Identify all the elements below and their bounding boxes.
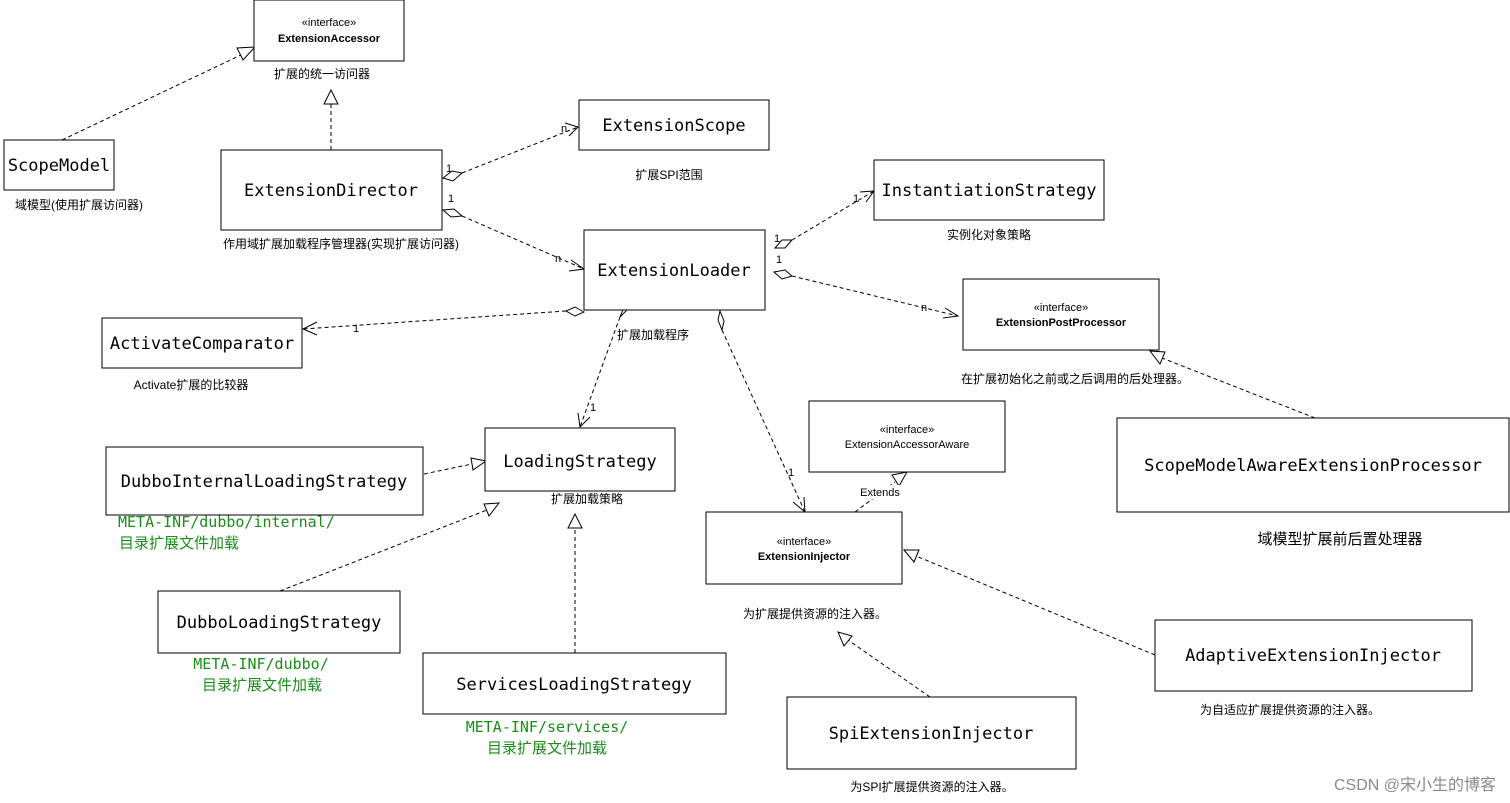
class-name: ScopeModel xyxy=(8,156,110,176)
edge-loader-loadingstrategy xyxy=(577,299,632,429)
multiplicity-label: 1 xyxy=(853,193,859,205)
aggregation-diamond xyxy=(772,269,794,280)
class-extension-injector: «interface» ExtensionInjector xyxy=(705,511,903,585)
stereotype-label: «interface» xyxy=(1034,302,1088,314)
class-extension-accessor-aware: «interface» ExtensionAccessorAware xyxy=(808,400,1006,473)
class-scope-model: ScopeModel xyxy=(3,139,115,191)
edge-loader-postprocessor xyxy=(772,269,960,319)
edge-processor-postprocessor xyxy=(1148,350,1316,419)
class-extension-post-processor: «interface» ExtensionPostProcessor xyxy=(962,278,1160,351)
multiplicity-label: 1 xyxy=(446,163,452,175)
note-services-desc: 目录扩展文件加载 xyxy=(487,740,607,757)
edge-loader-comparator xyxy=(301,306,586,336)
class-name: ScopeModelAwareExtensionProcessor xyxy=(1144,456,1482,476)
note-dubbo-internal-desc: 目录扩展文件加载 xyxy=(119,535,239,552)
realization-arrowhead xyxy=(483,502,501,517)
edge-loader-injector xyxy=(717,309,806,514)
watermark: CSDN @宋小生的博客 xyxy=(1334,776,1496,794)
multiplicity-label: n xyxy=(561,123,567,135)
class-name: ExtensionAccessorAware xyxy=(845,439,970,451)
note-extension-accessor: 扩展的统一访问器 xyxy=(274,66,370,81)
class-extension-accessor: «interface» ExtensionAccessor xyxy=(253,0,405,62)
class-name: ExtensionInjector xyxy=(758,551,851,563)
note-loading-strategy: 扩展加载策略 xyxy=(551,491,623,506)
class-name: LoadingStrategy xyxy=(503,452,657,472)
multiplicity-label: 1 xyxy=(774,233,780,245)
multiplicity-label: 1 xyxy=(776,254,782,266)
class-name: AdaptiveExtensionInjector xyxy=(1185,646,1441,666)
class-instantiation-strategy: InstantiationStrategy xyxy=(873,159,1105,221)
class-name: ExtensionPostProcessor xyxy=(996,317,1127,329)
class-scope-model-aware-extension-processor: ScopeModelAwareExtensionProcessor xyxy=(1116,417,1510,513)
class-name: ServicesLoadingStrategy xyxy=(456,675,691,695)
realization-arrowhead xyxy=(567,512,583,529)
note-instantiation-strategy: 实例化对象策略 xyxy=(947,227,1031,242)
class-extension-scope: ExtensionScope xyxy=(578,99,770,151)
realization-arrowhead xyxy=(902,549,920,563)
realization-arrowhead xyxy=(837,631,853,647)
note-extension-director: 作用域扩展加载程序管理器(实现扩展访问器) xyxy=(223,236,459,251)
class-services-loading-strategy: ServicesLoadingStrategy xyxy=(422,652,727,715)
note-activate-comparator: Activate扩展的比较器 xyxy=(134,377,249,392)
note-adaptive-extension-injector: 为自适应扩展提供资源的注入器。 xyxy=(1200,702,1380,717)
multiplicity-label: 1 xyxy=(788,467,794,479)
edge-spi-injector xyxy=(837,631,931,698)
class-dubbo-loading-strategy: DubboLoadingStrategy xyxy=(157,590,401,654)
class-name: SpiExtensionInjector xyxy=(829,724,1034,744)
edge-scopemodel-accessor xyxy=(61,46,257,141)
note-extension-scope: 扩展SPI范围 xyxy=(635,168,702,182)
class-name: ExtensionLoader xyxy=(597,261,751,281)
class-name: ExtensionAccessor xyxy=(278,33,381,45)
class-name: ExtensionDirector xyxy=(244,181,418,201)
multiplicity-label: 1 xyxy=(590,402,596,414)
note-dubbo-internal-path: META-INF/dubbo/internal/ xyxy=(118,513,335,531)
aggregation-diamond xyxy=(564,306,586,317)
edge-director-accessor xyxy=(323,88,339,150)
class-name: InstantiationStrategy xyxy=(882,181,1097,201)
class-activate-comparator: ActivateComparator xyxy=(101,317,303,369)
note-extension-loader: 扩展加载程序 xyxy=(617,327,689,342)
realization-arrowhead xyxy=(470,457,488,471)
class-name: DubboLoadingStrategy xyxy=(177,613,382,633)
edge-dubbo-loadingstrategy xyxy=(279,502,501,592)
realization-arrowhead xyxy=(236,46,257,61)
edge-services-loadingstrategy xyxy=(567,512,583,653)
edge-adaptive-injector xyxy=(902,549,1156,656)
aggregation-diamond xyxy=(717,309,725,332)
edge-director-scope xyxy=(441,122,579,182)
edge-director-loader xyxy=(441,208,586,272)
realization-arrowhead xyxy=(323,88,339,105)
edge-internal-loadingstrategy xyxy=(423,457,488,475)
stereotype-label: «interface» xyxy=(302,17,356,29)
note-scope-model-aware-extension-processor: 域模型扩展前后置处理器 xyxy=(1257,531,1422,548)
note-extension-post-processor: 在扩展初始化之前或之后调用的后处理器。 xyxy=(961,371,1189,386)
note-services-path: META-INF/services/ xyxy=(466,718,629,736)
class-extension-loader: ExtensionLoader xyxy=(583,229,766,311)
aggregation-diamond xyxy=(441,208,464,218)
extends-label: Extends xyxy=(860,487,900,499)
note-spi-extension-injector: 为SPI扩展提供资源的注入器。 xyxy=(850,779,1013,794)
class-name: ExtensionScope xyxy=(602,116,745,136)
multiplicity-label: 1 xyxy=(448,193,454,205)
note-extension-injector: 为扩展提供资源的注入器。 xyxy=(743,606,887,621)
note-dubbo-path: META-INF/dubbo/ xyxy=(193,655,328,673)
stereotype-label: «interface» xyxy=(880,424,934,436)
note-scope-model: 域模型(使用扩展访问器) xyxy=(15,197,143,212)
class-name: DubboInternalLoadingStrategy xyxy=(121,472,408,492)
class-dubbo-internal-loading-strategy: DubboInternalLoadingStrategy xyxy=(105,446,424,516)
realization-arrowhead xyxy=(1148,350,1166,365)
multiplicity-label: n xyxy=(921,302,927,314)
multiplicity-label: n xyxy=(555,253,561,265)
realization-arrowhead xyxy=(891,471,908,487)
class-name: ActivateComparator xyxy=(110,334,294,354)
note-dubbo-desc: 目录扩展文件加载 xyxy=(202,677,322,694)
class-extension-director: ExtensionDirector xyxy=(220,149,443,231)
class-adaptive-extension-injector: AdaptiveExtensionInjector xyxy=(1154,619,1473,692)
class-loading-strategy: LoadingStrategy xyxy=(484,427,676,492)
edge-loader-instantiation xyxy=(773,190,876,249)
stereotype-label: «interface» xyxy=(777,536,831,548)
multiplicity-label: 1 xyxy=(353,323,359,335)
class-spi-extension-injector: SpiExtensionInjector xyxy=(786,696,1077,770)
